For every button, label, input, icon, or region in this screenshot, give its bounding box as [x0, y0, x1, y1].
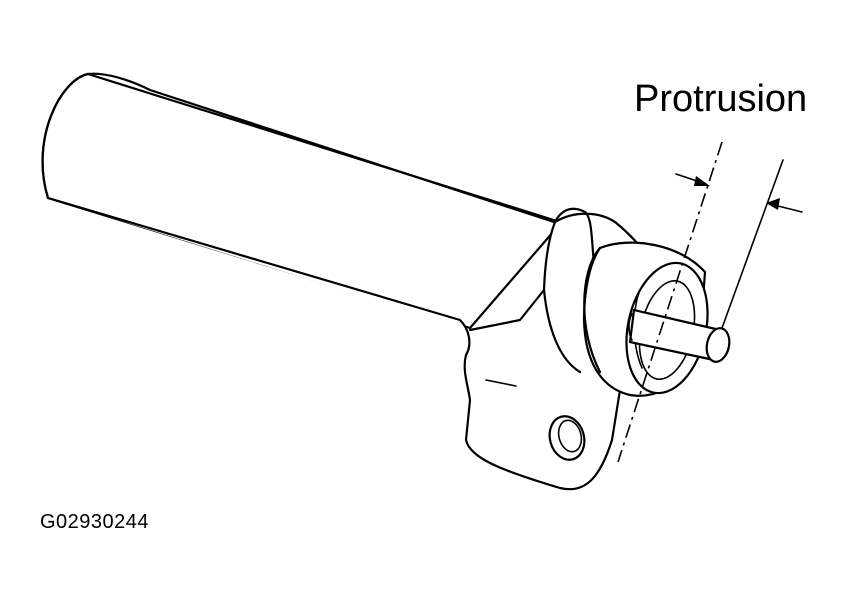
figure-code: G02930244	[40, 511, 150, 533]
reference-line-shaft-tip	[721, 159, 784, 329]
dimension-arrow-left	[675, 173, 710, 186]
mounting-hole	[548, 415, 586, 461]
dimension-arrow-right	[766, 198, 803, 213]
protrusion-label: Protrusion	[634, 78, 808, 120]
reference-line-collar-face	[617, 141, 723, 463]
cylinder-body	[41, 72, 562, 330]
